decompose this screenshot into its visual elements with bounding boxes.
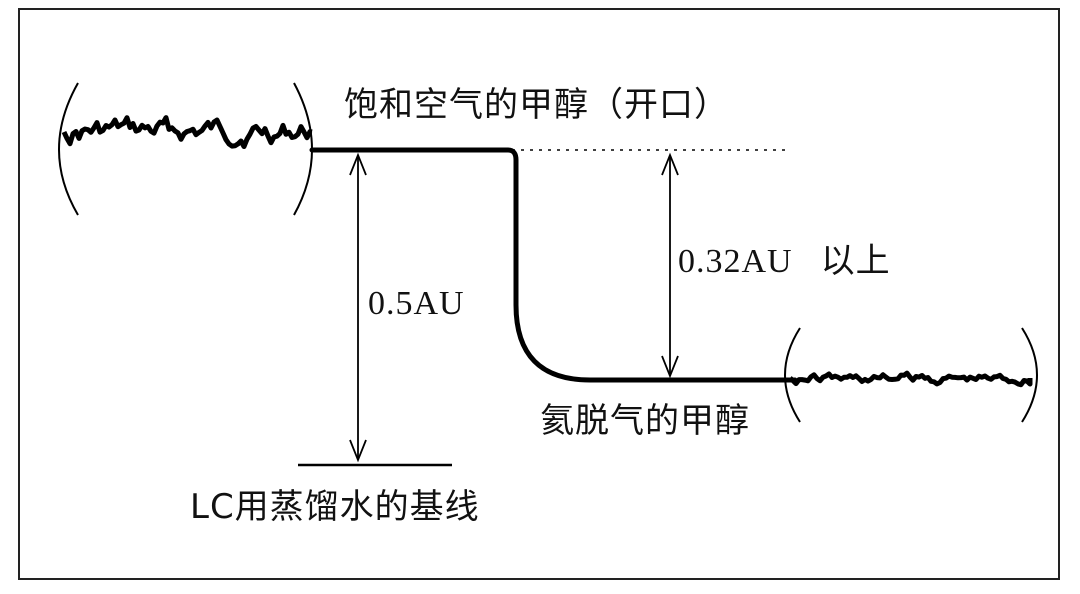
arrow-diff-head-bottom: [661, 355, 679, 379]
label-degassed-methanol: 氦脱气的甲醇: [540, 401, 750, 441]
arrow-total-head-top: [349, 152, 367, 176]
label-difference: 0.32AU 以上: [678, 244, 891, 279]
arrow-diff-head-top: [661, 152, 679, 176]
label-baseline: LC用蒸馏水的基线: [190, 487, 480, 527]
bracket-left-open: [58, 82, 79, 216]
label-difference-value: 0.32AU: [678, 243, 793, 280]
bracket-right-open: [784, 327, 801, 423]
label-saturated-air-methanol: 饱和空气的甲醇（开口）: [344, 85, 729, 125]
diagram-frame: [18, 8, 1060, 580]
bracket-right-close: [1021, 327, 1038, 423]
arrow-total-head-bottom: [349, 439, 367, 463]
label-difference-suffix: 以上: [820, 241, 891, 281]
label-total: 0.5AU: [368, 285, 465, 322]
noise-signal-right: [788, 370, 1033, 388]
noise-signal-left: [61, 115, 313, 149]
bracket-left-close: [293, 82, 313, 216]
signal-trace: [309, 147, 798, 383]
